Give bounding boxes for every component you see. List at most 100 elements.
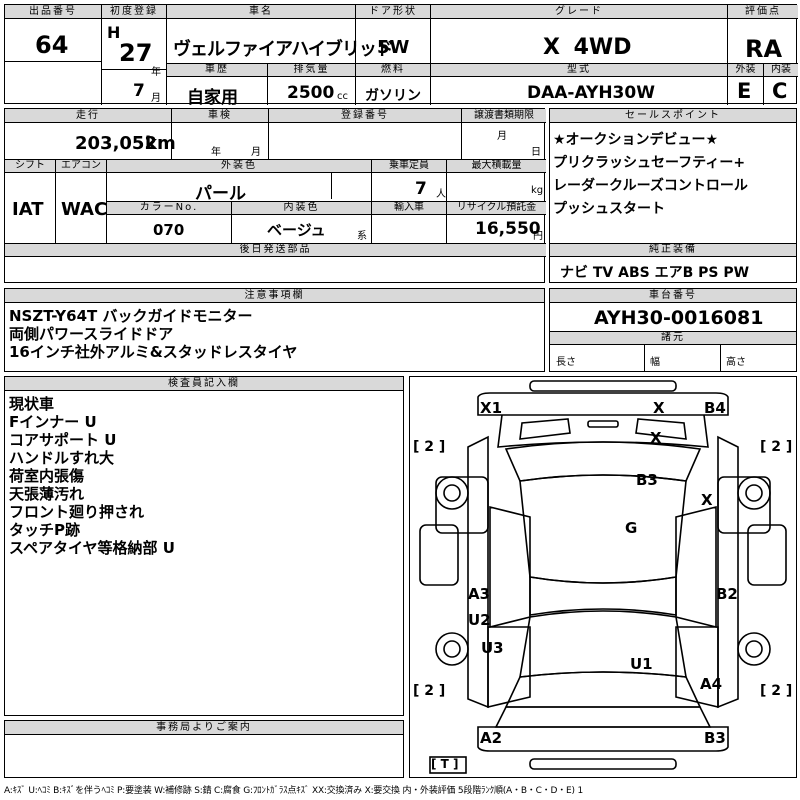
inspector-line: コアサポート U (9, 431, 117, 449)
int-color-suffix: 系 (357, 231, 367, 242)
mark-g: G (625, 519, 638, 537)
sales-point-box: セールスポイント ★オークションデビュー★ プリクラッシュセーフティー+ レーダ… (549, 108, 797, 283)
chassis-box: 車台番号 AYH30-0016081 諸元 長さ 幅 高さ (549, 288, 797, 372)
type-value: DAA-AYH30W (527, 83, 655, 103)
first-reg-label: 初度登録 (102, 5, 166, 19)
int-color-value: ベージュ (267, 221, 326, 239)
score-value: RA (745, 35, 783, 63)
load-label: 最大積載量 (447, 160, 546, 173)
shift-value: IAT (12, 199, 44, 220)
history-value: 自家用 (187, 88, 238, 108)
reg-year: 27 (119, 39, 153, 67)
mileage-unit: km (145, 133, 176, 154)
reg-month: 7 (133, 81, 145, 101)
length-label: 長さ (556, 357, 576, 368)
mileage-value: 203,052 (75, 133, 157, 154)
later-parts-label: 後日発送部品 (5, 244, 546, 257)
tire-fl: [ 2 ] (413, 439, 446, 455)
displacement-unit: cc (337, 91, 348, 102)
car-diagram: X1 X B4 X [ 2 ] [ 2 ] B3 X G A3 B2 U2 U3… (409, 376, 797, 778)
mark-u3: U3 (481, 639, 504, 657)
fuel-value: ガソリン (365, 88, 421, 104)
exterior-grade: E (737, 79, 752, 103)
tire-rl: [ 2 ] (413, 683, 446, 699)
tire-fr: [ 2 ] (760, 439, 793, 455)
inspector-box: 検査員記入欄 現状車 Fインナー U コアサポート U ハンドルすれ大 荷室内張… (4, 376, 404, 716)
mark-b3-rear: B3 (704, 729, 726, 747)
office-box: 事務局よりご案内 (4, 720, 404, 778)
vehicle-details: 走行 車検 登録番号 譲渡書類期限 203,052 km 年 月 月 日 シフト… (4, 108, 546, 283)
mark-b2: B2 (716, 585, 738, 603)
doors-label: ドア形状 (356, 5, 430, 19)
note-line: 16インチ社外アルミ&スタッドレスタイヤ (9, 343, 298, 361)
mark-b3-roof: B3 (636, 471, 658, 489)
height-label: 高さ (726, 357, 746, 368)
color-label: 外装色 (107, 160, 371, 173)
sales-point-label: セールスポイント (550, 109, 796, 123)
header-section: 出品番号 64 初度登録 H 27 年 7 月 車名 ヴェルファイアハイブリッド… (4, 4, 798, 108)
ac-value: WAC (61, 199, 108, 220)
inspection-year-unit: 年 (211, 147, 221, 158)
shift-label: シフト (5, 160, 55, 173)
office-label: 事務局よりご案内 (5, 721, 403, 735)
displacement-label: 排気量 (268, 64, 355, 77)
equipment-value: ナビ TV ABS エアB PS PW (560, 265, 750, 281)
note-line: NSZT-Y64T バックガイドモニター (9, 307, 253, 325)
doors-value: 5W (377, 37, 410, 58)
capacity-label: 乗車定員 (372, 160, 446, 173)
interior-label: 内装 (764, 64, 798, 77)
sales-line: ★オークションデビュー★ (553, 132, 719, 148)
inspector-line: Fインナー U (9, 413, 97, 431)
mark-u2: U2 (468, 611, 491, 629)
ac-label: エアコン (56, 160, 106, 173)
capacity-unit: 人 (436, 189, 446, 200)
grade-value: X 4WD (543, 35, 632, 60)
legend: A:ｷｽﾞ U:ﾍｺﾐ B:ｷｽﾞを伴うﾍｺﾐ P:要塗装 W:補修跡 S:錆 … (4, 786, 583, 796)
inspector-line: 荷室内張傷 (9, 467, 85, 485)
interior-grade: C (772, 79, 788, 103)
era: H (107, 23, 121, 42)
mileage-label: 走行 (5, 109, 171, 123)
color-value: パール (195, 184, 246, 204)
sales-line: プッシュスタート (553, 201, 665, 217)
inspector-label: 検査員記入欄 (5, 377, 403, 391)
dims-label: 諸元 (550, 332, 796, 345)
exterior-label: 外装 (728, 64, 763, 77)
model-label: 車名 (167, 5, 355, 19)
color-no-value: 070 (153, 221, 185, 239)
notes-box: 注意事項欄 NSZT-Y64T バックガイドモニター 両側パワースライドドア 1… (4, 288, 545, 372)
mark-a3: A3 (468, 585, 491, 603)
plate-label: 登録番号 (269, 109, 461, 123)
capacity-value: 7 (415, 179, 427, 199)
chassis-label: 車台番号 (550, 289, 796, 303)
inspector-line: スペアタイヤ等格納部 U (9, 539, 175, 557)
recycle-value: 16,550 (475, 219, 541, 239)
int-color-label: 内装色 (232, 202, 371, 215)
type-label: 型式 (431, 64, 727, 77)
transfer-label: 譲渡書類期限 (462, 109, 546, 123)
sales-line: プリクラッシュセーフティー+ (553, 155, 746, 171)
equipment-label: 純正装備 (550, 244, 796, 257)
recycle-label: リサイクル預託金 (447, 202, 546, 215)
inspector-line: フロント廻り押され (9, 503, 145, 521)
car-outline-drawing (419, 380, 787, 774)
width-label: 幅 (650, 357, 660, 368)
reg-month-unit: 月 (151, 93, 161, 104)
reg-year-unit: 年 (151, 67, 161, 78)
model-name: ヴェルファイアハイブリッド (173, 39, 394, 60)
inspection-month-unit: 月 (251, 147, 261, 158)
inspection-label: 車検 (172, 109, 268, 123)
tire-rr: [ 2 ] (760, 683, 793, 699)
chassis-number: AYH30-0016081 (594, 307, 764, 329)
mark-u1: U1 (630, 655, 653, 673)
score-label: 評価点 (728, 5, 798, 19)
mark-a4: A4 (700, 675, 723, 693)
mark-a2: A2 (480, 729, 503, 747)
tire-spare: [ T ] (431, 757, 459, 771)
inspector-line: 現状車 (9, 395, 55, 413)
inspector-line: タッチP跡 (9, 521, 80, 539)
transfer-month-unit: 月 (497, 131, 507, 142)
recycle-unit: 円 (533, 231, 543, 242)
mark-b4: B4 (704, 399, 726, 417)
mark-x-top: X (653, 399, 665, 417)
